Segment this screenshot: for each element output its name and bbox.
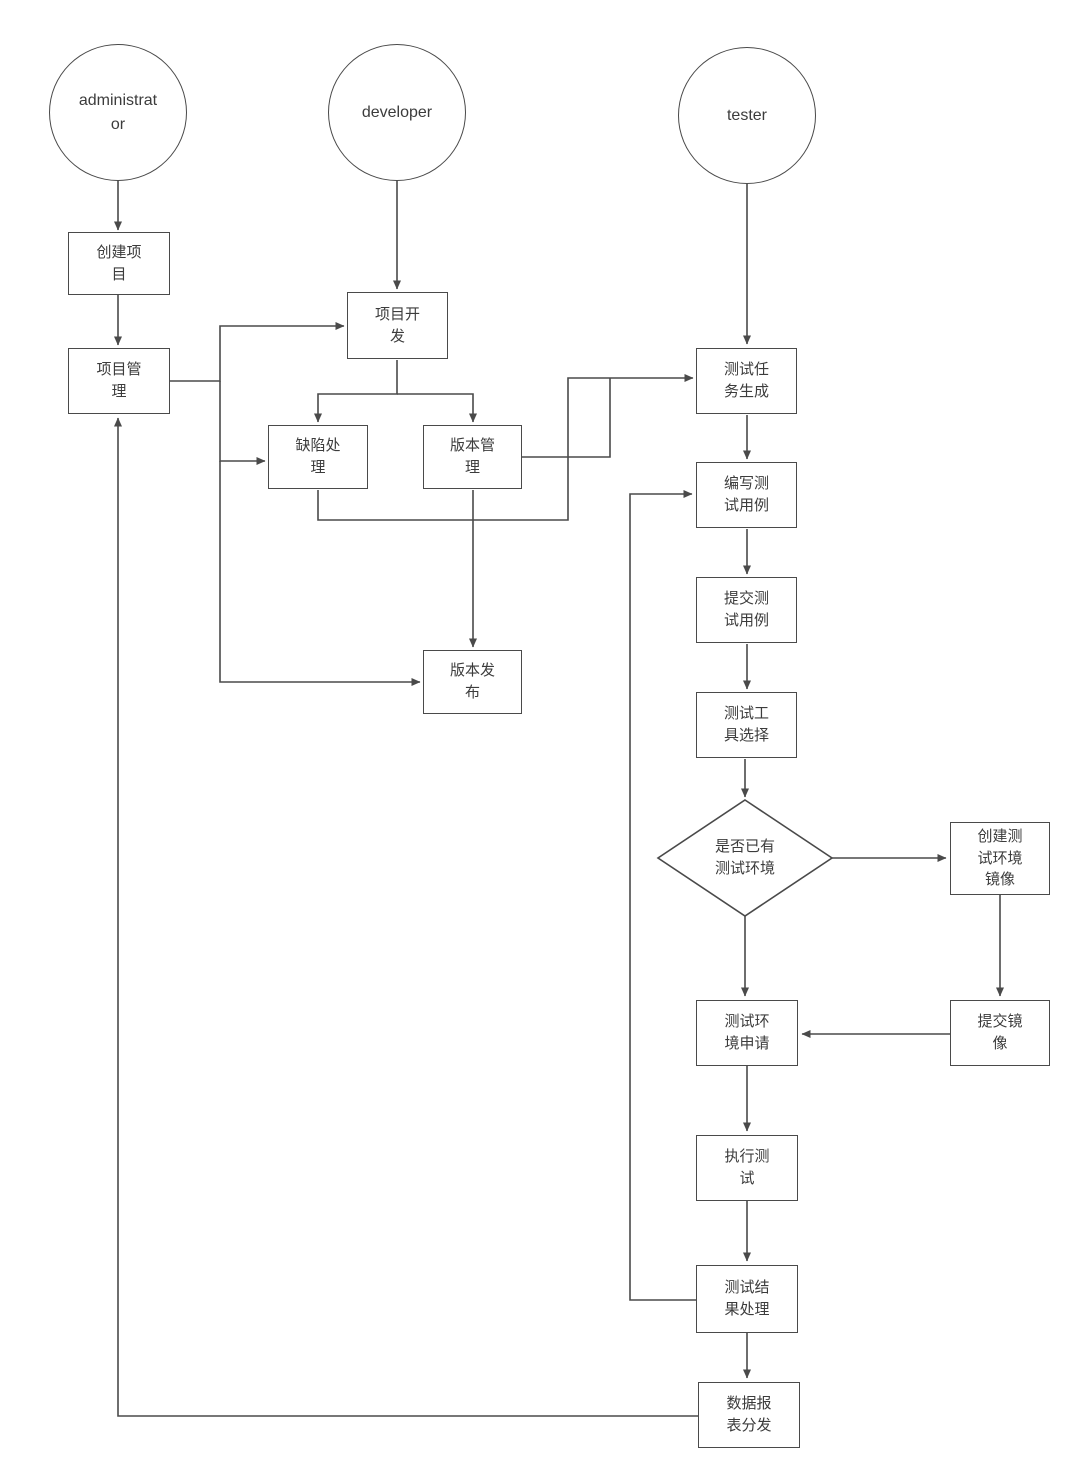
actor-tester: tester: [678, 47, 816, 184]
node-test-env-request-label: 测试环 境申请: [724, 1013, 770, 1052]
node-project-development: 项目开 发: [347, 292, 448, 359]
node-project-management-label: 项目管 理: [96, 361, 142, 400]
node-submit-test-cases-label: 提交测 试用例: [723, 590, 769, 629]
node-create-test-env-image: 创建测 试环境 镜像: [950, 822, 1050, 895]
edge-data-report-loop-to-project-management: [114, 417, 698, 1417]
actor-administrator-label: administrat or: [78, 92, 158, 133]
node-version-release: 版本发 布: [423, 650, 522, 714]
node-data-report-distribution: 数据报 表分发: [698, 1382, 800, 1448]
node-create-project: 创建项 目: [68, 232, 170, 295]
node-defect-handling-label: 缺陷处 理: [295, 437, 341, 476]
actor-developer-label: developer: [361, 103, 433, 121]
decision-diamond-shape: [656, 799, 834, 917]
actor-administrator: administrat or: [49, 44, 187, 181]
node-test-task-generation-label: 测试任 务生成: [723, 361, 769, 400]
node-test-result-handling: 测试结 果处理: [696, 1265, 798, 1333]
edge-project-development-to-version-management: [397, 393, 477, 423]
node-env-exists-decision: 是否已有 测试环境: [683, 832, 807, 884]
edge-version-management-to-test-task-generation: [522, 378, 611, 458]
actor-tester-label: tester: [726, 106, 767, 124]
edge-project-management-to-version-release: [219, 461, 421, 686]
node-version-management-label: 版本管 理: [449, 437, 495, 476]
node-submit-image: 提交镜 像: [950, 1000, 1050, 1066]
node-test-env-request: 测试环 境申请: [696, 1000, 798, 1066]
node-test-tool-selection: 测试工 具选择: [696, 692, 797, 758]
edge-result-loop-to-write-cases: [629, 490, 696, 1301]
edge-project-development-to-defect-handling: [314, 360, 398, 423]
node-project-development-label: 项目开 发: [374, 305, 420, 345]
node-version-management: 版本管 理: [423, 425, 522, 489]
node-execute-test-label: 执行测 试: [724, 1148, 770, 1187]
node-version-release-label: 版本发 布: [449, 662, 495, 701]
node-submit-image-label: 提交镜 像: [977, 1013, 1023, 1052]
actor-developer: developer: [328, 44, 466, 181]
node-defect-handling: 缺陷处 理: [268, 425, 368, 489]
node-write-test-cases-label: 编写测 试用例: [723, 475, 769, 514]
node-data-report-distribution-label: 数据报 表分发: [726, 1395, 772, 1434]
edge-project-management-to-defect-handling: [219, 381, 266, 465]
node-project-management: 项目管 理: [68, 348, 170, 414]
node-execute-test: 执行测 试: [696, 1135, 798, 1201]
node-write-test-cases: 编写测 试用例: [696, 462, 797, 528]
edge-project-management-to-project-development: [170, 322, 345, 382]
node-test-result-handling-label: 测试结 果处理: [724, 1279, 770, 1318]
node-test-task-generation: 测试任 务生成: [696, 348, 797, 414]
node-create-project-label: 创建项 目: [96, 243, 142, 283]
node-test-tool-selection-label: 测试工 具选择: [723, 705, 769, 744]
node-env-exists-decision-label: 是否已有 测试环境: [714, 838, 775, 877]
node-create-test-env-image-label: 创建测 试环境 镜像: [977, 827, 1023, 889]
node-submit-test-cases: 提交测 试用例: [696, 577, 797, 643]
